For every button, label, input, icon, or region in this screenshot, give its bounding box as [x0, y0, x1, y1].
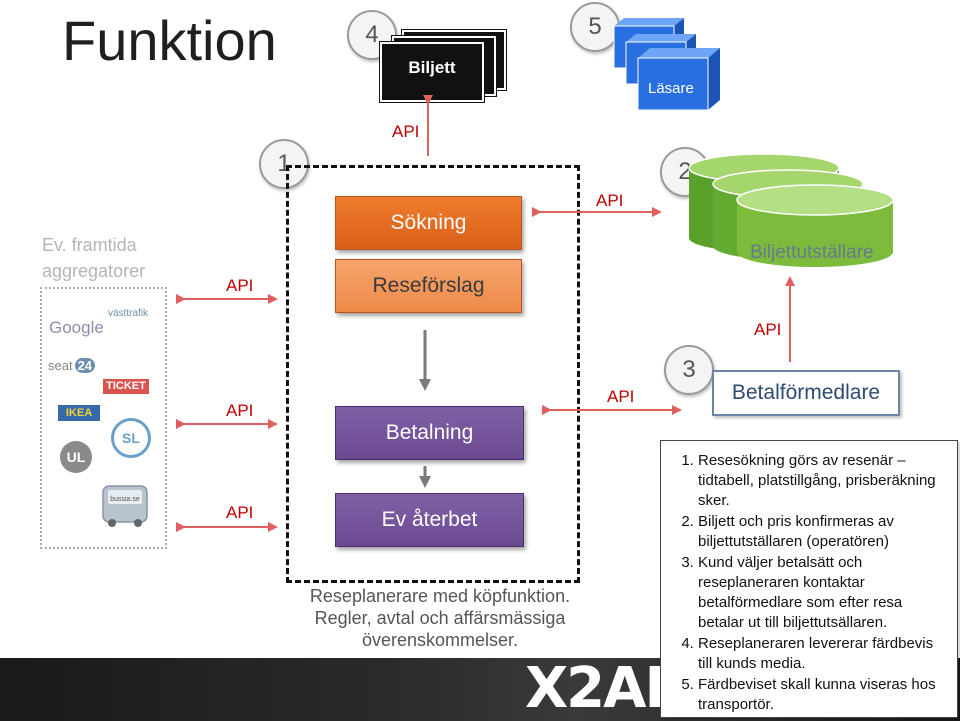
ticket-logo: TICKET [103, 379, 149, 394]
reseplanerare-caption: Reseplanerare med köpfunktion. Regler, a… [290, 585, 590, 651]
caption-line1: Reseplanerare med köpfunktion. [309, 586, 571, 606]
api-label-right-mid: API [607, 387, 635, 406]
steps-description-box: Resesökning görs av resenär – tidtabell,… [660, 440, 958, 718]
reseplanerare-frame [286, 165, 580, 583]
ikea-logo: IKEA [58, 405, 100, 421]
seat24-logo-seat: seat [48, 358, 73, 373]
api-label-left-1: API [226, 276, 254, 295]
aggregators-caption-line1: Ev. framtida [42, 235, 137, 255]
ul-logo: UL [60, 441, 92, 473]
google-logo: Google [49, 318, 104, 337]
aggregators-logo-box [40, 287, 167, 549]
biljett-label: Biljett [408, 58, 456, 77]
api-label-left-3: API [226, 503, 254, 522]
steps-list-item: Färdbeviset skall kunna viseras hos tran… [698, 675, 949, 715]
sl-logo: SL [111, 418, 151, 458]
biljettutstallare-label: Biljettutställare [750, 242, 874, 263]
step-1-circle: 1 [259, 139, 309, 189]
step-3-circle: 3 [664, 345, 714, 395]
api-label-top: API [392, 122, 420, 141]
seat24-logo-24: 24 [74, 358, 96, 373]
vasttrafik-logo: västtrafik [108, 308, 149, 319]
reseforslag-box: Reseförslag [335, 259, 522, 313]
ev-aterbet-box: Ev återbet [335, 493, 524, 547]
steps-list-item: Reseplaneraren levererar färdbevis till … [698, 634, 949, 674]
lasare-label: Läsare [648, 80, 694, 97]
betalformedlare-box: Betalförmedlare [712, 370, 900, 416]
steps-list-item: Resesökning görs av resenär – tidtabell,… [698, 451, 949, 511]
api-label-left-2: API [226, 401, 254, 420]
api-label-right-vertical: API [754, 320, 782, 339]
ticket-card-front [379, 41, 485, 103]
betalning-box: Betalning [335, 406, 524, 460]
api-label-right-top: API [596, 191, 624, 210]
page-title: Funktion [62, 9, 277, 72]
bus-icon: bussia.se [102, 485, 148, 527]
steps-list-item: Kund väljer betalsätt och reseplaneraren… [698, 553, 949, 633]
sokning-box: Sökning [335, 196, 522, 250]
steps-list: Resesökning görs av resenär – tidtabell,… [661, 451, 957, 715]
bus-logo-label: bussia.se [110, 496, 140, 503]
caption-line2: Regler, avtal och affärsmässiga [314, 608, 566, 628]
aggregators-caption: Ev. framtida aggregatorer [42, 232, 145, 284]
reader-boxes-icon [613, 18, 720, 111]
ticket-issuer-databases-icon [688, 153, 894, 267]
caption-line3: överenskommelser. [361, 630, 519, 650]
steps-list-item: Biljett och pris konfirmeras av biljettu… [698, 512, 949, 552]
aggregators-caption-line2: aggregatorer [42, 261, 146, 281]
